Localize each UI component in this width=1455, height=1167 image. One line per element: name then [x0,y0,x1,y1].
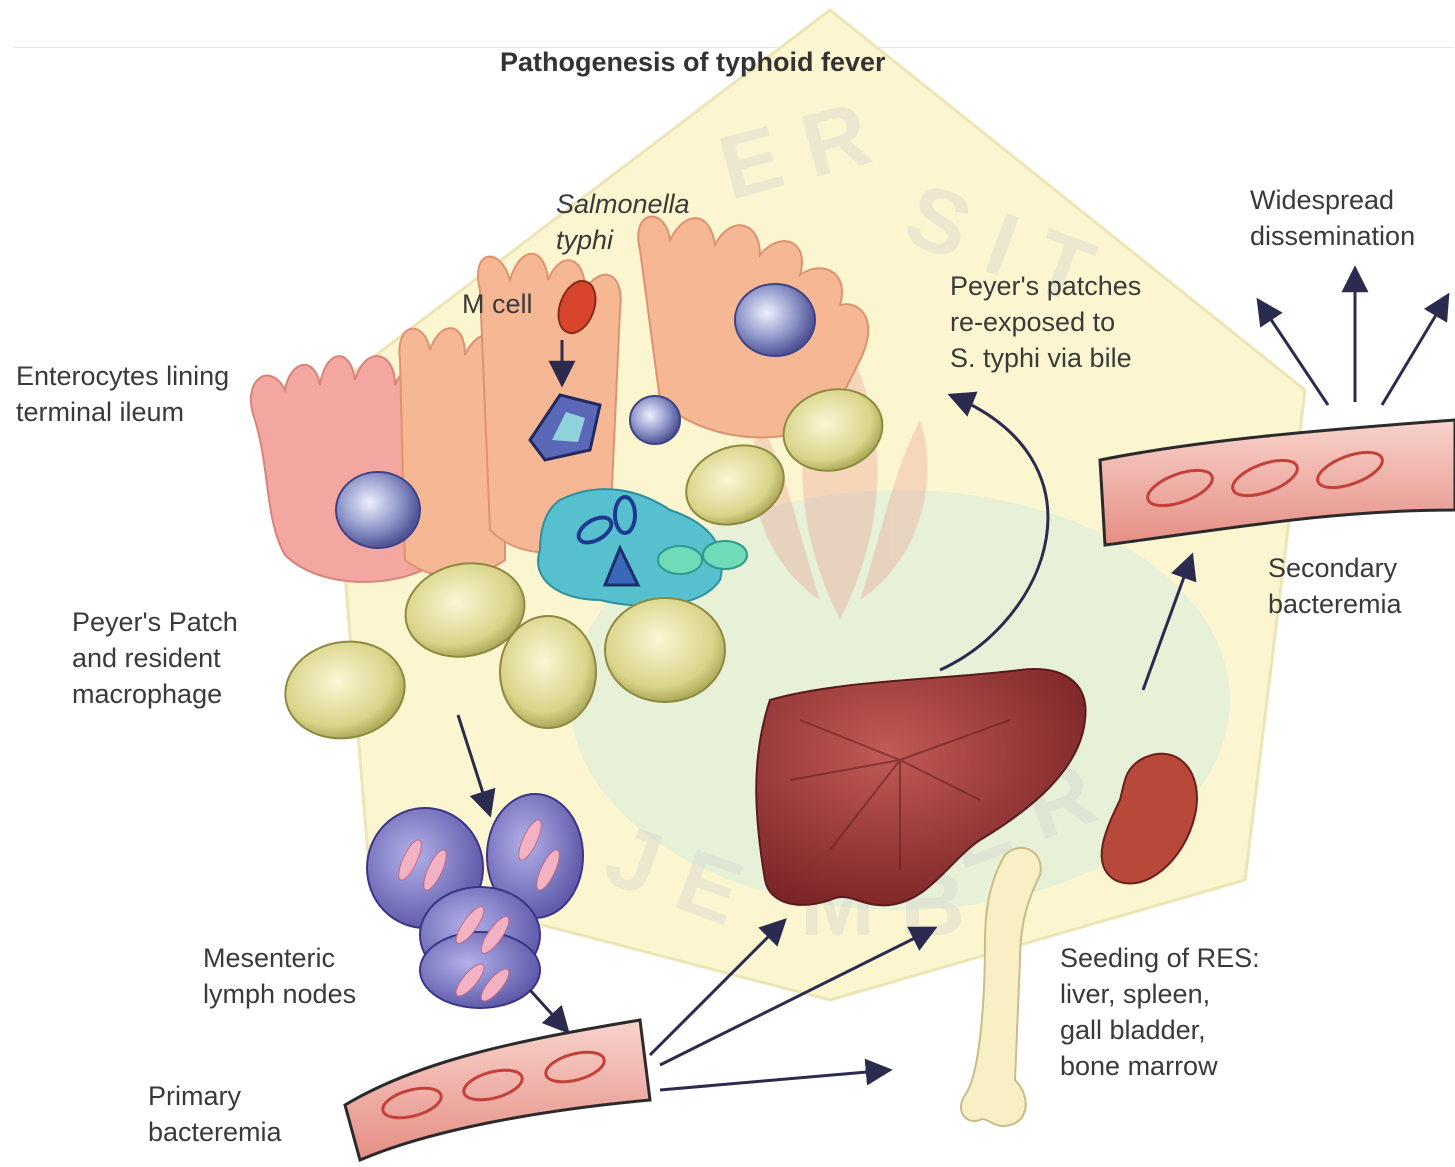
label-primary-bacteremia: Primary bacteremia [148,1078,282,1150]
primary-blood-vessel [345,1020,650,1160]
arrow-lymph-to-vessel [530,990,568,1032]
arrow-to-right [660,1070,890,1090]
label-seeding-res: Seeding of RES: liver, spleen, gall blad… [1060,940,1260,1084]
enterocyte-nucleus [735,284,815,356]
diagram-title: Pathogenesis of typhoid fever [500,44,886,80]
label-peyers-patch: Peyer's Patch and resident macrophage [72,604,238,712]
m-cell-nucleus [630,396,680,444]
label-mesenteric-lymph-nodes: Mesenteric lymph nodes [203,940,356,1012]
label-m-cell: M cell [462,286,533,322]
label-reexposed: Peyer's patches re-exposed to S. typhi v… [950,268,1141,376]
enterocyte-nucleus [336,472,420,548]
arrow-dissemination-right [1382,295,1448,405]
label-widespread-dissemination: Widespread dissemination [1250,182,1415,254]
label-salmonella-typhi: Salmonella typhi [556,186,690,258]
label-secondary-bacteremia: Secondary bacteremia [1268,550,1402,622]
label-enterocytes: Enterocytes lining terminal ileum [16,358,229,430]
